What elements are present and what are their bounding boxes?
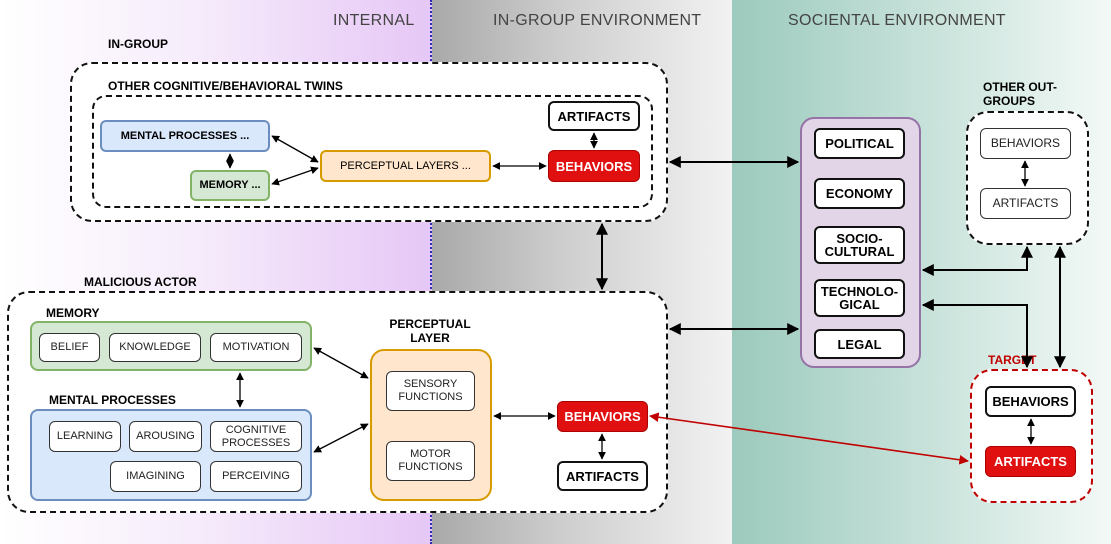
perceptual-item-sensory-functions: SENSORY FUNCTIONS	[386, 371, 475, 411]
societal-item-economy: ECONOMY	[814, 178, 905, 209]
societal-item-socio-cultural: SOCIO- CULTURAL	[814, 226, 905, 264]
zone-title-in-group-environment: IN-GROUP ENVIRONMENT	[493, 12, 702, 29]
in-group-mental-processes: MENTAL PROCESSES ...	[100, 120, 270, 152]
target-artifacts: ARTIFACTS	[985, 446, 1076, 477]
out-groups-title: OTHER OUT-GROUPS	[983, 80, 1057, 108]
societal-item-political: POLITICAL	[814, 128, 905, 159]
in-group-artifacts: ARTIFACTS	[548, 101, 640, 131]
mental-processes-title: MENTAL PROCESSES	[49, 393, 176, 407]
twins-container	[92, 95, 653, 208]
arrow-malicious-behaviors-target-artifacts	[649, 412, 969, 465]
out-groups-behaviors: BEHAVIORS	[980, 128, 1071, 159]
internal-divider	[430, 0, 432, 544]
malicious-behaviors: BEHAVIORS	[557, 401, 648, 432]
arrow-memory-perceptual	[271, 166, 319, 186]
arrow-societal-target	[921, 299, 1033, 369]
societal-item-technological: TECHNOLO- GICAL	[814, 279, 905, 317]
mental-item-perceiving: PERCEIVING	[210, 461, 302, 492]
mental-item-imagining: IMAGINING	[110, 461, 201, 492]
memory-item-belief: BELIEF	[39, 333, 100, 362]
arrow-societal-outgroups	[921, 245, 1033, 276]
arrow-memory-perceptual-layer	[313, 347, 369, 379]
in-group-title: IN-GROUP	[108, 37, 168, 51]
mental-item-cognitive-processes: COGNITIVE PROCESSES	[210, 421, 302, 452]
in-group-perceptual-layers: PERCEPTUAL LAYERS ...	[320, 150, 491, 182]
zone-title-internal: INTERNAL	[333, 12, 415, 29]
target-behaviors: BEHAVIORS	[985, 386, 1076, 417]
out-groups-artifacts: ARTIFACTS	[980, 188, 1071, 219]
in-group-memory: MEMORY ...	[190, 170, 270, 201]
perceptual-layer-title: PERCEPTUAL LAYER	[389, 317, 471, 345]
memory-title: MEMORY	[46, 306, 100, 320]
in-group-behaviors: BEHAVIORS	[548, 150, 640, 182]
mental-item-arousing: AROUSING	[129, 421, 202, 452]
perceptual-item-motor-functions: MOTOR FUNCTIONS	[386, 441, 475, 481]
malicious-artifacts: ARTIFACTS	[557, 461, 648, 491]
mental-item-learning: LEARNING	[49, 421, 121, 452]
twins-title: OTHER COGNITIVE/BEHAVIORAL TWINS	[108, 79, 343, 93]
malicious-actor-title: MALICIOUS ACTOR	[84, 275, 197, 289]
societal-item-legal: LEGAL	[814, 329, 905, 359]
memory-item-knowledge: KNOWLEDGE	[109, 333, 201, 362]
arrow-mental-perceptual-layer	[313, 423, 369, 453]
memory-item-motivation: MOTIVATION	[210, 333, 302, 362]
zone-title-societal-environment: SOCIENTAL ENVIRONMENT	[788, 12, 1006, 29]
arrow-mental-perceptual	[271, 135, 319, 163]
